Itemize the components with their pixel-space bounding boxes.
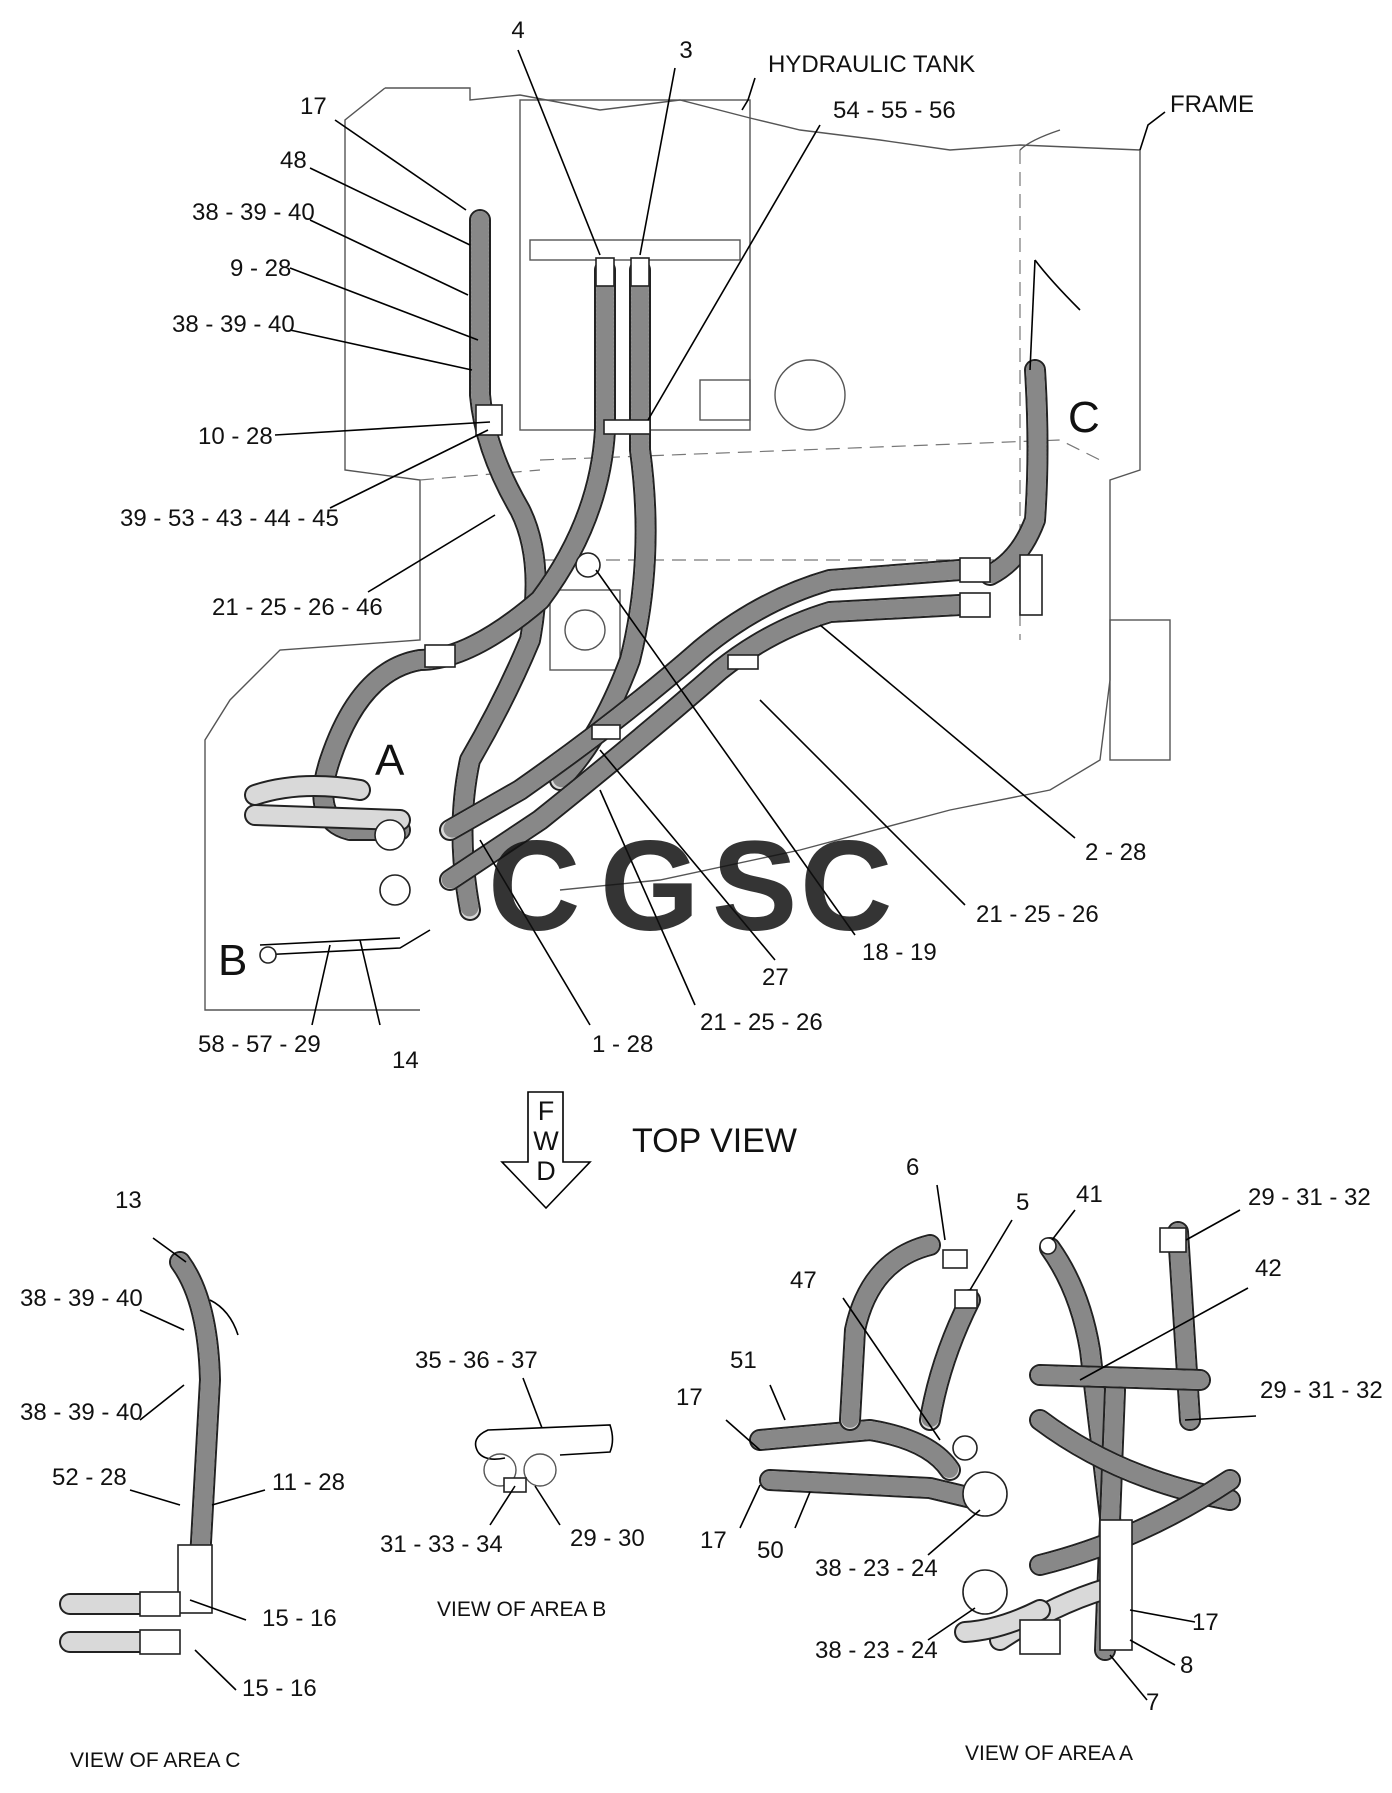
area-c-callout-15-16-a: 15 - 16 bbox=[262, 1605, 337, 1632]
callout-4: 4 bbox=[511, 17, 524, 44]
area-a-callout-17-a: 17 bbox=[676, 1384, 703, 1411]
view-of-area-b: 35 - 36 - 37 31 - 33 - 34 29 - 30 VIEW O… bbox=[380, 1347, 645, 1621]
area-c-callout-38-39-40-a: 38 - 39 - 40 bbox=[20, 1285, 143, 1312]
callout-38-39-40-b: 38 - 39 - 40 bbox=[172, 311, 295, 338]
callout-18-19: 18 - 19 bbox=[862, 939, 937, 966]
top-view: 4 3 HYDRAULIC TANK 54 - 55 - 56 FRAME 17… bbox=[120, 17, 1254, 1210]
watermark-logo: C G S C bbox=[488, 815, 892, 958]
area-a-callout-5: 5 bbox=[1016, 1189, 1029, 1216]
area-c-caption: VIEW OF AREA C bbox=[70, 1749, 240, 1772]
callout-14: 14 bbox=[392, 1047, 419, 1074]
fittings bbox=[259, 257, 1043, 964]
area-a-callout-29-31-32-a: 29 - 31 - 32 bbox=[1248, 1184, 1371, 1211]
view-of-area-c: 13 38 - 39 - 40 38 - 39 - 40 52 - 28 11 … bbox=[20, 1187, 345, 1772]
area-c-callout-11-28: 11 - 28 bbox=[272, 1469, 345, 1496]
watermark-letter-c1: C bbox=[488, 815, 580, 958]
hydraulic-tank-label: HYDRAULIC TANK bbox=[768, 51, 975, 78]
callout-27: 27 bbox=[762, 964, 789, 991]
callout-3: 3 bbox=[679, 37, 692, 64]
hose-group bbox=[244, 209, 1081, 956]
forward-arrow: F W D bbox=[500, 1091, 592, 1210]
fwd-letter-d: D bbox=[536, 1156, 556, 1186]
area-b-letter: B bbox=[218, 936, 247, 985]
callout-9-28: 9 - 28 bbox=[230, 255, 291, 282]
area-a-callout-8: 8 bbox=[1180, 1652, 1193, 1679]
callout-48: 48 bbox=[280, 147, 307, 174]
callout-10-28: 10 - 28 bbox=[198, 423, 273, 450]
area-c-callout-52-28: 52 - 28 bbox=[52, 1464, 127, 1491]
fwd-letter-f: F bbox=[538, 1096, 555, 1126]
area-a-callout-47: 47 bbox=[790, 1267, 817, 1294]
callout-1-28: 1 - 28 bbox=[592, 1031, 653, 1058]
area-a-letter: A bbox=[375, 736, 405, 785]
watermark-letter-c2: C bbox=[800, 815, 892, 958]
area-c-callout-15-16-b: 15 - 16 bbox=[242, 1675, 317, 1702]
area-b-callout-35-36-37: 35 - 36 - 37 bbox=[415, 1347, 538, 1374]
area-c-callout-38-39-40-b: 38 - 39 - 40 bbox=[20, 1399, 143, 1426]
area-c-letter: C bbox=[1068, 393, 1100, 442]
fwd-letter-w: W bbox=[533, 1126, 559, 1156]
area-a-callout-17-b: 17 bbox=[700, 1527, 727, 1554]
callout-54-55-56: 54 - 55 - 56 bbox=[833, 97, 956, 124]
area-b-caption: VIEW OF AREA B bbox=[437, 1598, 606, 1621]
area-b-callout-29-30: 29 - 30 bbox=[570, 1525, 645, 1552]
area-a-callout-29-31-32-b: 29 - 31 - 32 bbox=[1260, 1377, 1383, 1404]
callout-2-28: 2 - 28 bbox=[1085, 839, 1146, 866]
callout-17: 17 bbox=[300, 93, 327, 120]
callout-38-39-40-a: 38 - 39 - 40 bbox=[192, 199, 315, 226]
area-a-callout-38-23-24-a: 38 - 23 - 24 bbox=[815, 1555, 938, 1582]
area-a-callout-50: 50 bbox=[757, 1537, 784, 1564]
watermark-letter-g: G bbox=[600, 815, 700, 958]
watermark-letter-s: S bbox=[712, 815, 797, 958]
area-a-callout-7: 7 bbox=[1146, 1689, 1159, 1716]
area-a-callout-38-23-24-b: 38 - 23 - 24 bbox=[815, 1637, 938, 1664]
area-a-callout-41: 41 bbox=[1076, 1181, 1103, 1208]
callout-21-25-26-a: 21 - 25 - 26 bbox=[976, 901, 1099, 928]
area-a-callout-51: 51 bbox=[730, 1347, 757, 1374]
frame-label: FRAME bbox=[1170, 91, 1254, 118]
area-a-callout-17-c: 17 bbox=[1192, 1609, 1219, 1636]
area-b-callout-31-33-34: 31 - 33 - 34 bbox=[380, 1531, 503, 1558]
callout-58-57-29: 58 - 57 - 29 bbox=[198, 1031, 321, 1058]
callout-39-53-43-44-45: 39 - 53 - 43 - 44 - 45 bbox=[120, 505, 339, 532]
top-view-title: TOP VIEW bbox=[632, 1122, 797, 1160]
callout-21-25-26-46: 21 - 25 - 26 - 46 bbox=[212, 594, 383, 621]
view-of-area-a: 6 5 41 29 - 31 - 32 47 42 51 17 29 - 31 … bbox=[676, 1154, 1383, 1765]
leader-lines bbox=[274, 49, 1166, 1026]
area-a-caption: VIEW OF AREA A bbox=[965, 1742, 1133, 1765]
area-a-callout-42: 42 bbox=[1255, 1255, 1282, 1282]
area-a-callout-6: 6 bbox=[906, 1154, 919, 1181]
callout-21-25-26-b: 21 - 25 - 26 bbox=[700, 1009, 823, 1036]
area-c-callout-13: 13 bbox=[115, 1187, 142, 1214]
